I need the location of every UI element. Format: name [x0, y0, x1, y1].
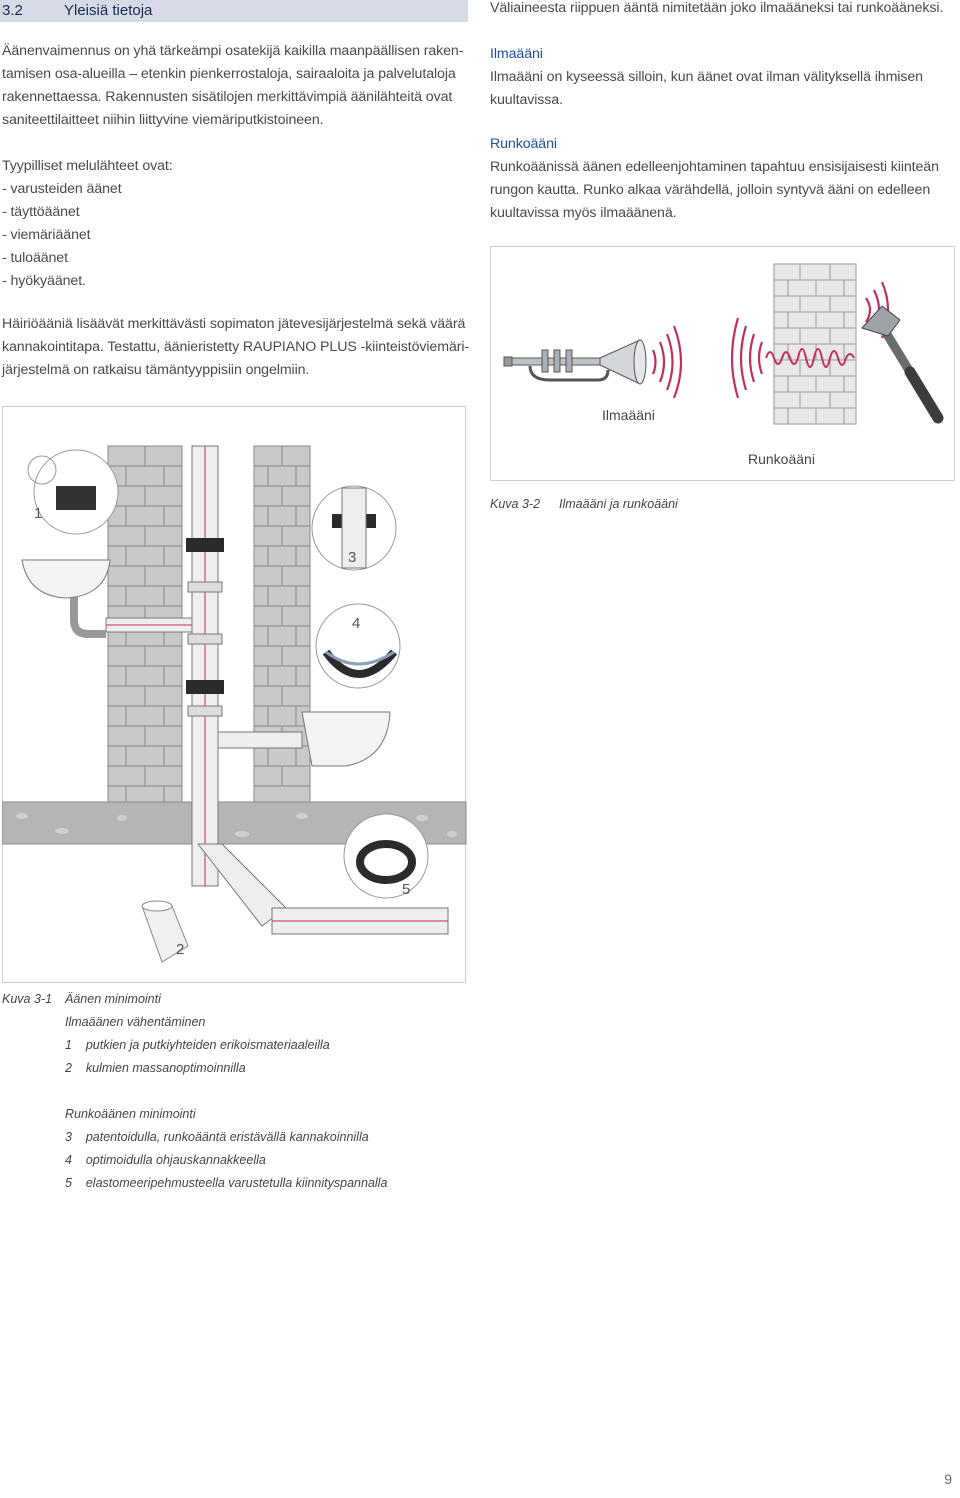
airborne-heading: Ilmaääni	[490, 46, 543, 62]
brick-wall	[773, 263, 857, 425]
text-line: kannakointitapa. Testattu, äänieristetty…	[2, 339, 470, 355]
figure-air-structure-sound: Ilmaääni Runkoääni	[490, 246, 955, 481]
figure-caption-3-2: Kuva 3-2 Ilmaääni ja runkoääni	[490, 493, 678, 516]
text-line: tamisen osa-alueilla – etenkin pienkerro…	[2, 66, 456, 82]
figure-caption-3-1: Äänen minimointi Ilmaäänen vähentäminen …	[65, 988, 387, 1195]
airborne-waves	[651, 325, 683, 399]
text-line: Äänenvaimennus on yhä tärkeämpi osatekij…	[2, 43, 464, 59]
text-line: rakennettaessa. Rakennusten sisätilojen …	[2, 89, 453, 105]
callout-circle-4	[315, 603, 401, 689]
structure-heading: Runkoääni	[490, 136, 557, 152]
wall-left-waves	[730, 317, 764, 399]
sink-branch-pipe	[70, 592, 193, 638]
structure-vibration-line	[765, 348, 855, 368]
structure-borne-section: Runkoääni Runkoäänissä äänen edelleenjoh…	[490, 133, 939, 225]
text-line: kuultavissa myös ilmaäänenä.	[490, 205, 677, 221]
list-item: - tuloäänet	[2, 250, 68, 266]
angled-pipe	[196, 843, 449, 935]
text-line: järjestelmä on ratkaisu tämäntyyppisiin …	[2, 362, 310, 378]
list-item: - viemäriäänet	[2, 227, 91, 243]
toilet-branch-pipe	[217, 731, 303, 749]
callout-label-4: 4	[352, 615, 360, 632]
text-line: rungon kautta. Runko alkaa värähdellä, j…	[490, 182, 931, 198]
caption-number: Kuva 3-2	[490, 497, 541, 511]
caption-text: Ilmaääni ja runkoääni	[559, 497, 678, 511]
callout-label-1: 1	[34, 505, 42, 522]
section-title: Yleisiä tietoja	[64, 2, 153, 19]
caption-line: Ilmaäänen vähentäminen	[65, 1015, 206, 1029]
page-number: 9	[944, 1471, 952, 1487]
trumpet-icon	[503, 339, 647, 385]
text-line: Väliaineesta riippuen ääntä nimitetään j…	[490, 0, 944, 16]
caption-line	[65, 1080, 387, 1103]
caption-line: 5 elastomeeripehmusteella varustetulla k…	[65, 1176, 388, 1190]
label-airborne: Ilmaääni	[602, 407, 655, 423]
callout-label-3: 3	[348, 549, 356, 566]
medium-intro: Väliaineesta riippuen ääntä nimitetään j…	[490, 0, 943, 20]
vertical-drain-pipe	[186, 445, 224, 887]
callout-circle-3	[311, 485, 397, 571]
caption-line: Runkoäänen minimointi	[65, 1107, 196, 1121]
text-line: kuultavissa.	[490, 92, 563, 108]
toilet-icon	[301, 711, 391, 767]
list-item: - hyökyäänet.	[2, 273, 86, 289]
list-item: - täyttöäänet	[2, 204, 80, 220]
callout-label-5: 5	[402, 881, 410, 898]
airborne-section: Ilmaääni Ilmaääni on kyseessä silloin, k…	[490, 43, 923, 112]
text-line: saniteettilaitteet niihin liittyvine vie…	[2, 112, 324, 128]
figure-caption-3-1-number: Kuva 3-1	[2, 992, 53, 1006]
brick-column-right	[253, 445, 311, 803]
figure-drainage-system: 1 2 3 4 5	[2, 406, 467, 983]
text-line: Häiriöääniä lisäävät merkittävästi sopim…	[2, 316, 466, 332]
section-header: 3.2 Yleisiä tietoja	[0, 0, 468, 22]
list-item: - varusteiden äänet	[2, 181, 122, 197]
caption-line: 1 putkien ja putkiyhteiden erikoismateri…	[65, 1038, 330, 1052]
elbow-fitting-icon	[141, 900, 189, 963]
text-line: Ilmaääni on kyseessä silloin, kun äänet …	[490, 69, 923, 85]
sink-icon	[21, 559, 111, 599]
intro-paragraph: Äänenvaimennus on yhä tärkeämpi osatekij…	[2, 40, 463, 132]
caption-line: 3 patentoidulla, runkoääntä eristävällä …	[65, 1130, 369, 1144]
label-structure-borne: Runkoääni	[748, 451, 815, 467]
callout-label-2: 2	[176, 941, 184, 958]
hammer-icon	[861, 305, 944, 424]
caption-line: Äänen minimointi	[65, 992, 161, 1006]
text-line: Runkoäänissä äänen edelleenjohtaminen ta…	[490, 159, 939, 175]
list-intro: Tyypilliset melulähteet ovat:	[2, 158, 173, 174]
caption-line: 4 optimoidulla ohjauskannakkeella	[65, 1153, 266, 1167]
section-number: 3.2	[2, 2, 23, 19]
callout-circle-5	[343, 813, 429, 899]
noise-sources-list: Tyypilliset melulähteet ovat: - varustei…	[2, 155, 173, 293]
caption-line: 2 kulmien massanoptimoinnilla	[65, 1061, 246, 1075]
callout-circle-1	[27, 449, 119, 535]
interference-paragraph: Häiriöääniä lisäävät merkittävästi sopim…	[2, 313, 469, 382]
